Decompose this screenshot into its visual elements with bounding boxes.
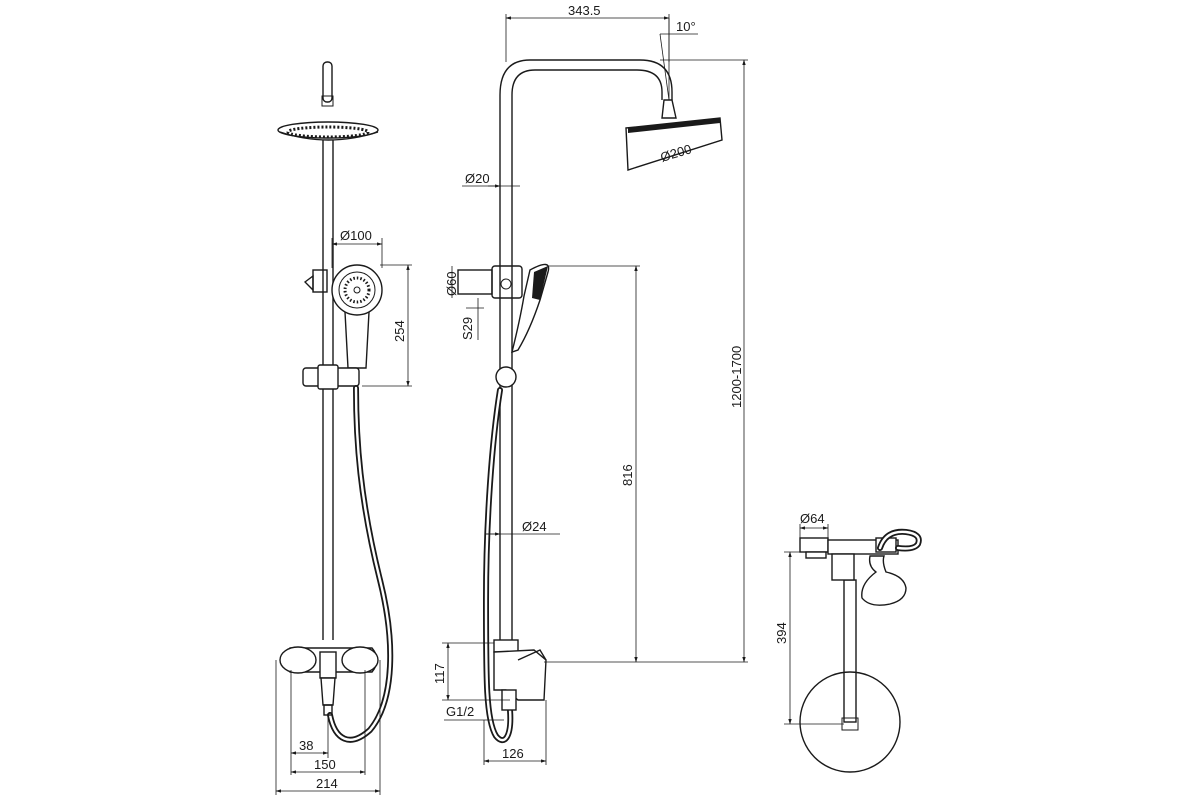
upper-bracket <box>312 269 328 293</box>
head-shower-nozzles <box>286 125 370 139</box>
front-dimensions: Ø100 254 38 150 214 <box>275 228 412 795</box>
side-dimensions: 343.5 10° 1200-1700 816 Ø200 Ø20 Ø60 S29… <box>432 3 748 765</box>
dim-rod-lower: Ø24 <box>522 519 547 534</box>
side-bracket <box>457 269 493 295</box>
front-view <box>277 61 394 743</box>
riser-nut <box>321 95 334 107</box>
dim-hand-diameter: Ø100 <box>340 228 372 243</box>
dim-bracket-diameter: Ø60 <box>444 271 459 296</box>
dim-bracket-size: S29 <box>460 317 475 340</box>
riser-inner <box>511 69 663 640</box>
head-shower-rim <box>279 131 379 141</box>
dim-mixer-to-flange: 394 <box>774 622 789 644</box>
head-shower-top-view <box>799 671 901 773</box>
dim-head-tilt: 10° <box>676 19 696 34</box>
side-mixer-collar <box>493 639 519 653</box>
dim-inlet-thread: G1/2 <box>446 704 474 719</box>
dim-mixer-height: 117 <box>432 663 447 684</box>
dim-mixer-width: 214 <box>316 776 338 791</box>
dim-inlet-offset: 38 <box>299 738 313 753</box>
dim-slide-to-mixer: 816 <box>620 464 635 486</box>
diverter <box>320 677 336 706</box>
top-view <box>799 528 922 773</box>
slide-knob <box>495 366 517 388</box>
arm-top-view <box>843 579 857 723</box>
hand-shower-handle <box>344 311 370 369</box>
dim-cap-diameter: Ø64 <box>800 511 825 526</box>
top-dimensions: Ø64 394 <box>774 511 844 725</box>
side-view <box>457 59 723 744</box>
dim-rod-upper: Ø20 <box>465 171 490 186</box>
dim-arm-length: 343.5 <box>568 3 601 18</box>
mixer-lever-top <box>861 555 907 606</box>
dim-total-height: 1200-1700 <box>729 346 744 408</box>
mixer-cap-top <box>799 537 829 553</box>
dim-inlet-spacing: 150 <box>314 757 336 772</box>
riser-outer <box>499 59 673 640</box>
dim-mixer-depth: 126 <box>502 746 524 761</box>
riser-top <box>322 61 333 103</box>
dim-hand-height: 254 <box>392 320 407 342</box>
hose <box>327 385 394 743</box>
